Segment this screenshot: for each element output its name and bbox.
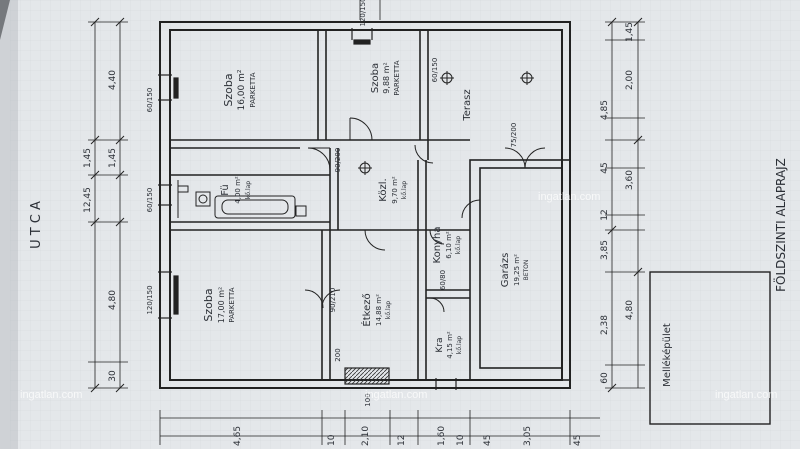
room-szoba-top: Szoba 16,00 m² PARKETTA [222,69,257,110]
svg-text:4,80: 4,80 [625,300,635,320]
svg-text:1,45: 1,45 [108,148,118,168]
room-name: Melléképület [661,323,673,387]
door-swings [304,117,546,313]
svg-text:60/150: 60/150 [146,188,154,213]
room-floor: PARKETTA [249,72,257,107]
room-name: Szoba [222,73,235,106]
room-kozl: Közl. 9,70 m² kő.lap [378,176,408,204]
room-konyha: Konyha 6,10 m² kő.lap [432,227,462,264]
room-terasz: Terasz [462,89,473,121]
svg-text:12: 12 [397,435,407,446]
room-name: Étkező [360,293,373,326]
svg-text:120/150: 120/150 [359,0,367,27]
svg-text:90/210: 90/210 [329,288,337,313]
watermark: ingatlan.com [538,191,600,203]
svg-text:12,45: 12,45 [83,187,93,213]
room-floor: kő.lap [385,301,392,319]
svg-text:120/150: 120/150 [146,285,154,314]
svg-text:1,60: 1,60 [437,426,447,446]
watermark: ingatlan.com [365,389,427,401]
terrace-markers [358,71,534,175]
room-floor: PARKETTA [228,287,236,322]
dimension-labels: 12,45 4,40 1,45 1,45 4,80 30 1,45 2,00 4… [83,22,635,446]
room-name: Közl. [378,178,389,201]
svg-text:3,85: 3,85 [600,240,610,260]
paper-grid [10,0,800,449]
watermark: ingatlan.com [20,389,82,401]
room-etkezo: Étkező 14,88 m² kő.lap [360,293,392,326]
plan-title: FÖLDSZINTI ALAPRAJZ [772,158,788,292]
room-area: 6,10 m² [445,231,453,259]
svg-text:3,60: 3,60 [625,170,635,190]
room-name: Szoba [202,288,215,321]
svg-text:60: 60 [600,372,610,384]
svg-text:10: 10 [327,434,337,446]
outbuilding-walls [649,271,771,425]
room-area: 4,00 m² [234,176,242,204]
svg-text:4,85: 4,85 [600,100,610,120]
room-area: 14,88 m² [375,294,383,326]
svg-text:12: 12 [600,209,610,220]
svg-text:45: 45 [573,435,583,446]
svg-text:2,00: 2,00 [625,70,635,90]
svg-text:45: 45 [483,435,493,446]
room-floor: kő.lap [401,181,408,199]
windows [158,28,457,390]
svg-text:45: 45 [600,162,610,173]
svg-text:200: 200 [334,348,342,361]
room-name: Szoba [370,63,381,93]
opening-labels: 60/150 120/150 60/150 120/150 90/200 60/… [146,0,518,407]
room-name: Garázs [499,253,511,288]
room-name: Terasz [462,89,473,121]
room-name: Konyha [432,227,443,264]
room-floor: PARKETTA [393,60,401,95]
room-area: 9,70 m² [391,176,399,204]
dimension-ticks [90,17,643,393]
room-melleképulet: Melléképület [661,323,673,387]
svg-text:60/80: 60/80 [439,270,447,290]
svg-text:90/200: 90/200 [334,148,342,173]
svg-text:4,80: 4,80 [108,290,118,310]
room-floor: kő.lap [245,181,252,199]
room-szoba-small: Szoba 9,88 m² PARKETTA [370,60,401,95]
page-shadow [0,0,18,449]
svg-text:60/150: 60/150 [431,58,439,83]
watermark: ingatlan.com [715,389,777,401]
svg-text:1,45: 1,45 [625,22,635,42]
svg-text:4,40: 4,40 [108,70,118,90]
room-floor: kő.lap [455,236,462,254]
room-area: 16,00 m² [237,69,247,110]
svg-text:2,38: 2,38 [600,315,610,335]
room-garazs: Garázs 19,25 m² BETON [499,253,530,288]
bath-fixtures [177,180,307,219]
svg-text:30: 30 [108,370,118,382]
room-floor: kő.lap [456,336,463,354]
room-szoba-bottom: Szoba 17,00 m² PARKETTA [202,287,236,323]
svg-text:60/150: 60/150 [146,88,154,113]
svg-text:4,65: 4,65 [233,426,243,446]
room-name: Fü [220,184,231,196]
room-area: 19,25 m² [513,254,521,286]
room-area: 9,88 m² [382,62,391,93]
room-name: Kra [435,337,445,352]
internal-walls [169,30,470,380]
svg-text:10: 10 [456,434,466,446]
room-floor: BETON [523,260,530,281]
svg-text:75/200: 75/200 [510,123,518,148]
room-kamra: Kra 4,15 m² kő.lap [435,331,463,359]
room-area: 4,15 m² [446,331,454,359]
room-area: 17,00 m² [217,287,226,323]
garage-walls [469,159,571,381]
svg-text:1,45: 1,45 [83,148,93,168]
svg-text:2,10: 2,10 [361,426,371,446]
svg-text:100: 100 [364,393,372,406]
svg-text:3,05: 3,05 [523,426,533,446]
street-label: U T C A [29,201,44,249]
room-furdo: Fü 4,00 m² kő.lap [220,176,252,204]
